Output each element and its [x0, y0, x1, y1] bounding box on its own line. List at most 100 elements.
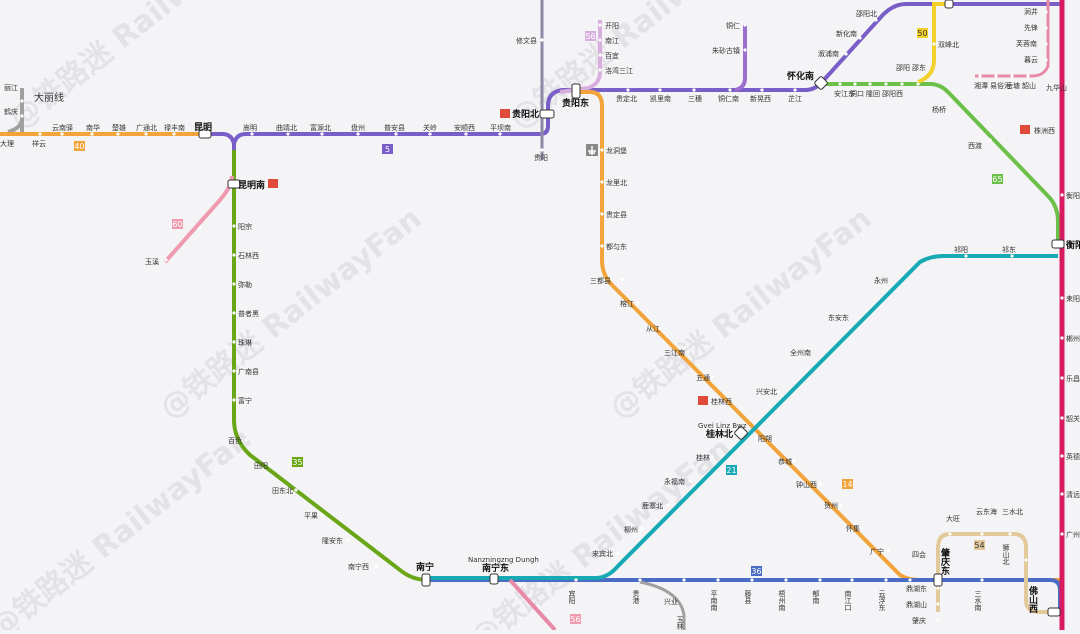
station-label[interactable]: 云南驿 [52, 123, 73, 132]
station-label[interactable]: 都匀东 [606, 242, 627, 251]
interchange-icon[interactable] [489, 573, 499, 585]
station-label[interactable]: 鹤庆 [4, 107, 18, 116]
station-label[interactable]: 榕江 [620, 299, 634, 308]
station-label[interactable]: 南华 [86, 123, 100, 132]
station-label[interactable]: 龙里北 [606, 178, 627, 187]
station-label[interactable]: 衡阳东 [1066, 191, 1080, 200]
interchange-icon[interactable] [814, 76, 828, 90]
station-label[interactable]: 平坝南 [490, 123, 511, 132]
line-54[interactable] [936, 532, 1060, 614]
station-label[interactable]: 朱砂古镇 [712, 46, 740, 55]
station-foshan-west[interactable]: 佛山西 [1027, 585, 1039, 614]
station-label[interactable]: 新晃西 [750, 94, 771, 103]
station-label[interactable]: 楚雄 [112, 123, 126, 132]
station-label[interactable]: 恭城 [778, 458, 792, 466]
station-label[interactable]: 广通北 [136, 123, 157, 132]
station-label[interactable]: 贵定北 [616, 94, 637, 103]
station-label[interactable]: 鼎湖山 [906, 600, 927, 609]
station-label[interactable]: 凯里南 [650, 94, 671, 103]
station-label[interactable]: 修文县 [516, 36, 537, 45]
interchange-icon[interactable] [734, 426, 748, 440]
station-label[interactable]: 鹿寨北 [642, 501, 663, 510]
interchange-icon[interactable] [421, 573, 431, 587]
station-label[interactable]: 从江 [646, 325, 660, 333]
station-label[interactable]: 永州 [874, 276, 888, 285]
station-label[interactable]: 韶关 [1066, 414, 1080, 423]
station-label[interactable]: 邵阳 [896, 63, 910, 72]
station-label[interactable]: 芙蓉南 [1016, 39, 1037, 48]
interchange-icon[interactable] [539, 109, 555, 119]
station-label[interactable]: 西渡 [968, 141, 982, 150]
interchange-icon[interactable] [1047, 607, 1061, 617]
station-label[interactable]: 关岭 [423, 123, 437, 132]
interchange-icon[interactable] [944, 0, 954, 9]
station-label[interactable]: 盘州 [351, 123, 365, 132]
station-label[interactable]: 南宁西 [348, 562, 369, 571]
station-label[interactable]: 富宁 [238, 396, 252, 405]
station-label[interactable]: 广宁 [870, 547, 884, 556]
station-label[interactable]: 邵阳西 [882, 89, 903, 98]
station-label[interactable]: 邵东 [912, 63, 926, 72]
station-label[interactable]: 桂林 [696, 453, 710, 462]
station-label[interactable]: 岳塘 [1006, 81, 1020, 90]
station-label[interactable]: 来宾北 [592, 549, 613, 558]
station-label[interactable]: 禄丰南 [164, 123, 185, 132]
station-label[interactable]: 梧州南 [778, 589, 786, 611]
station-hengyang[interactable]: 衡阳 [1066, 239, 1080, 251]
station-label[interactable]: 珠琳 [238, 338, 252, 347]
station-nanning[interactable]: 南宁 [416, 561, 434, 573]
station-label[interactable]: 易俗河 [990, 81, 1011, 90]
station-label[interactable]: 郁南 [812, 589, 820, 604]
station-label[interactable]: 田东北 [272, 486, 293, 495]
station-label[interactable]: 广州北 [1066, 530, 1080, 539]
station-label[interactable]: 隆回 [866, 89, 880, 98]
station-label[interactable]: 耒阳 [1066, 294, 1080, 303]
station-label[interactable]: 田阳 [254, 461, 268, 470]
station-kunming-south[interactable]: 昆明南 [238, 179, 265, 191]
line-yulin[interactable] [639, 580, 686, 630]
station-label[interactable]: 邵阳北 [856, 9, 877, 18]
station-label[interactable]: 英德 [1066, 452, 1080, 461]
station-label[interactable]: 贺州 [824, 501, 838, 510]
station-label[interactable]: 开阳 [605, 21, 619, 30]
line-tongren[interactable] [734, 25, 747, 92]
station-label[interactable]: 广南县 [238, 367, 259, 376]
station-label[interactable]: 郴州 [1066, 334, 1080, 343]
station-label[interactable]: 南江 [605, 36, 619, 45]
station-label[interactable]: 嵩明 [243, 124, 257, 132]
station-label[interactable]: 富源北 [310, 123, 331, 132]
station-label[interactable]: 钟山西 [796, 480, 817, 489]
station-label[interactable]: 安江东 [834, 89, 855, 98]
line-changzhutan[interactable] [975, 0, 1050, 78]
station-label[interactable]: 宾阳 [568, 589, 576, 605]
line-dali-branch[interactable] [7, 117, 24, 134]
station-label[interactable]: 云东海 [976, 507, 997, 516]
station-label[interactable]: 韶山 [1022, 81, 1036, 90]
station-label[interactable]: 怀集 [846, 524, 860, 533]
station-kunming[interactable]: 昆明 [194, 122, 212, 133]
station-label[interactable]: 藤县 [744, 589, 752, 605]
line-zhanjiang[interactable] [508, 578, 557, 632]
station-label[interactable]: 云浮东 [878, 590, 886, 611]
line-65[interactable] [822, 82, 1060, 244]
station-label[interactable]: 湘潭 [974, 81, 988, 90]
station-label[interactable]: 百宜 [605, 51, 619, 60]
station-label[interactable]: 先锋 [1024, 23, 1038, 32]
station-label[interactable]: 杨桥 [932, 105, 946, 114]
line-56-north[interactable] [559, 20, 602, 94]
station-label[interactable]: 大理 [0, 139, 14, 148]
station-label[interactable]: 东安东 [828, 313, 849, 322]
station-label[interactable]: 贵阳 [534, 153, 548, 162]
station-label[interactable]: 永福南 [664, 477, 685, 486]
station-nanning-east[interactable]: 南宁东 [482, 562, 509, 574]
station-label[interactable]: 三水南 [974, 590, 982, 611]
station-label[interactable]: 全州南 [790, 348, 811, 357]
station-label[interactable]: 狮山北 [1002, 544, 1010, 566]
station-huaihua-south[interactable]: 怀化南 [787, 70, 814, 82]
station-guiyang-north[interactable]: 贵阳北 [512, 108, 539, 120]
station-label[interactable]: 暮云 [1024, 55, 1038, 64]
station-label[interactable]: 涧井 [1024, 7, 1038, 16]
station-label[interactable]: 新化南 [836, 29, 857, 38]
station-label[interactable]: 玉林 [676, 616, 684, 631]
station-label[interactable]: 丽江 [4, 84, 18, 92]
